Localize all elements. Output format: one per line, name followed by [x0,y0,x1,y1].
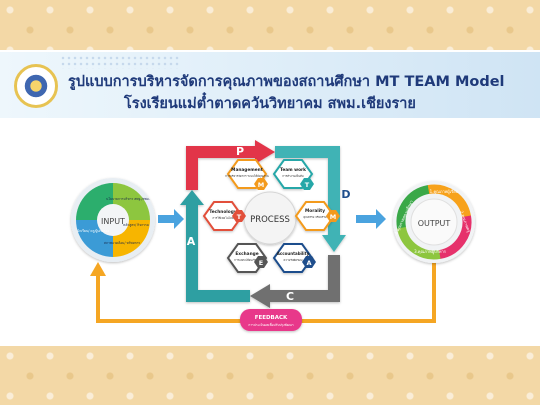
hex-exchange-subtitle: การแลกเปลี่ยนเรียนรู้ [234,258,260,262]
cycle-letter-p: P [236,145,244,158]
hex-teamwork-subtitle: การทำงานเป็นทีม [282,173,304,178]
hex-technology-title: Technology [209,209,236,215]
hex-management-letter: M [258,181,264,189]
output-segment-3: 3.คุณภาพผู้บริหาร [414,249,447,255]
feedback-badge: FEEDBACK การประเมินผลเพื่อปรับปรุงพัฒนา [240,309,302,331]
hex-management-title: Management [231,167,263,173]
hex-morality-subtitle: คุณธรรม จริยธรรม [303,215,326,220]
hex-accountability-subtitle: ความรับผิดชอบ [284,258,303,262]
feedback-label: FEEDBACK [255,315,288,321]
process-label: PROCESS [250,215,290,225]
hex-management-subtitle: การบริหารจัดการ ระบบให้มีคุณภาพ [225,174,269,179]
hex-technology-subtitle: การใช้เทคโนโลยี [213,216,234,220]
input-segment-3: สภาพแวดล้อม/ ทรัพยากร [104,241,141,245]
input-segment-1: นโยบายการบริหาร สพฐ./สพม. [106,196,150,201]
output-label: OUTPUT [418,219,451,228]
hex-exchange: Exchange การแลกเปลี่ยนเรียนรู้ E [226,243,268,273]
process-center: PROCESS [243,191,297,245]
hex-technology-letter: T [237,213,242,221]
input-segment-4: นักเรียน/ ครู/ผู้ปกครอง [77,228,110,233]
page-title-line2: โรงเรียนแม่ต๋ำตาดควันวิทยาคม สพม.เชียงรา… [124,96,416,112]
feedback-subtitle: การประเมินผลเพื่อปรับปรุงพัฒนา [248,322,293,328]
cycle-letter-a: A [187,235,196,248]
hex-technology: Technology การใช้เทคโนโลยี T [202,201,246,231]
hex-exchange-title: Exchange [235,251,258,257]
decorative-dot-grid [60,55,180,69]
hex-morality-title: Morality [305,208,325,214]
cycle-letter-c: C [286,290,294,303]
input-segment-2: หลักสูตร/ กิจกรรม [123,223,149,227]
hex-accountability: Accountability ความรับผิดชอบ A [272,243,316,273]
input-circle: INPUT นโยบายการบริหาร สพฐ./สพม. หลักสูตร… [71,178,155,262]
hex-teamwork-title: Team work [280,167,306,173]
hex-morality-letter: M [330,213,336,221]
hex-accountability-title: Accountability [277,251,310,256]
hex-management: Management การบริหารจัดการ ระบบให้มีคุณภ… [225,159,269,190]
school-logo [14,64,58,108]
decorative-top-band [0,0,540,50]
arrow-process-to-output [356,209,386,229]
output-segment-1: 1.คุณภาพผู้เรียน [430,189,459,195]
page-title-line1: รูปแบบการบริหารจัดการคุณภาพของสถานศึกษา … [68,74,505,90]
arrow-input-to-process [158,209,184,229]
input-label: INPUT [101,217,125,226]
hex-teamwork: Team work การทำงานเป็นทีม T [272,159,314,190]
output-circle: OUTPUT 1.คุณภาพผู้เรียน 2.คุณภาพครู 3.คุ… [393,181,475,263]
cycle-letter-d: D [341,188,350,201]
hex-teamwork-letter: T [305,181,310,189]
hex-exchange-letter: E [259,259,263,267]
hex-morality: Morality คุณธรรม จริยธรรม M [294,201,340,231]
decorative-bottom-band [0,346,540,405]
hex-accountability-letter: A [306,259,311,267]
pdca-letters: P D C A [187,145,351,303]
